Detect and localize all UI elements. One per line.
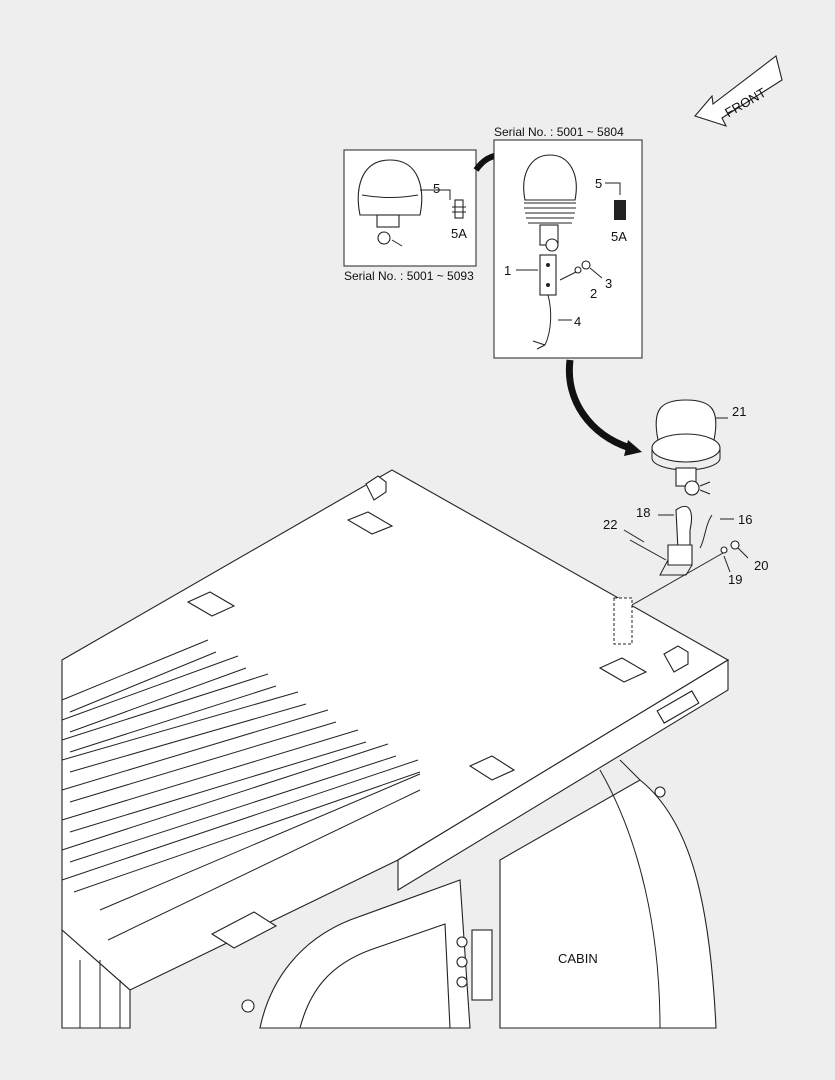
inset-large: 5 5A 1 2 3 4	[493, 139, 643, 359]
callout-21: 21	[732, 404, 746, 419]
callout-1: 1	[504, 263, 511, 278]
front-arrow-icon: FRONT	[694, 55, 783, 127]
cabin-body: CABIN	[61, 759, 717, 1029]
beacon-21: 21	[651, 399, 746, 496]
serial-large: Serial No. : 5001 ~ 5804	[494, 125, 624, 139]
callout-4: 4	[574, 314, 581, 329]
callout-5-small: 5	[433, 181, 440, 196]
callout-20: 20	[754, 558, 768, 573]
callout-18: 18	[636, 505, 650, 520]
callout-5a-large: 5A	[611, 229, 627, 244]
cabin-label: CABIN	[558, 951, 598, 966]
serial-small: Serial No. : 5001 ~ 5093	[344, 269, 474, 283]
callout-5-large: 5	[595, 176, 602, 191]
callout-19: 19	[728, 572, 742, 587]
callout-22: 22	[603, 517, 617, 532]
callout-16: 16	[738, 512, 752, 527]
callout-5a-small: 5A	[451, 226, 467, 241]
callout-3: 3	[605, 276, 612, 291]
callout-2: 2	[590, 286, 597, 301]
bracket-assembly: 18 16 22 20 19	[603, 505, 768, 606]
inset-small: 5 5A	[343, 149, 477, 267]
